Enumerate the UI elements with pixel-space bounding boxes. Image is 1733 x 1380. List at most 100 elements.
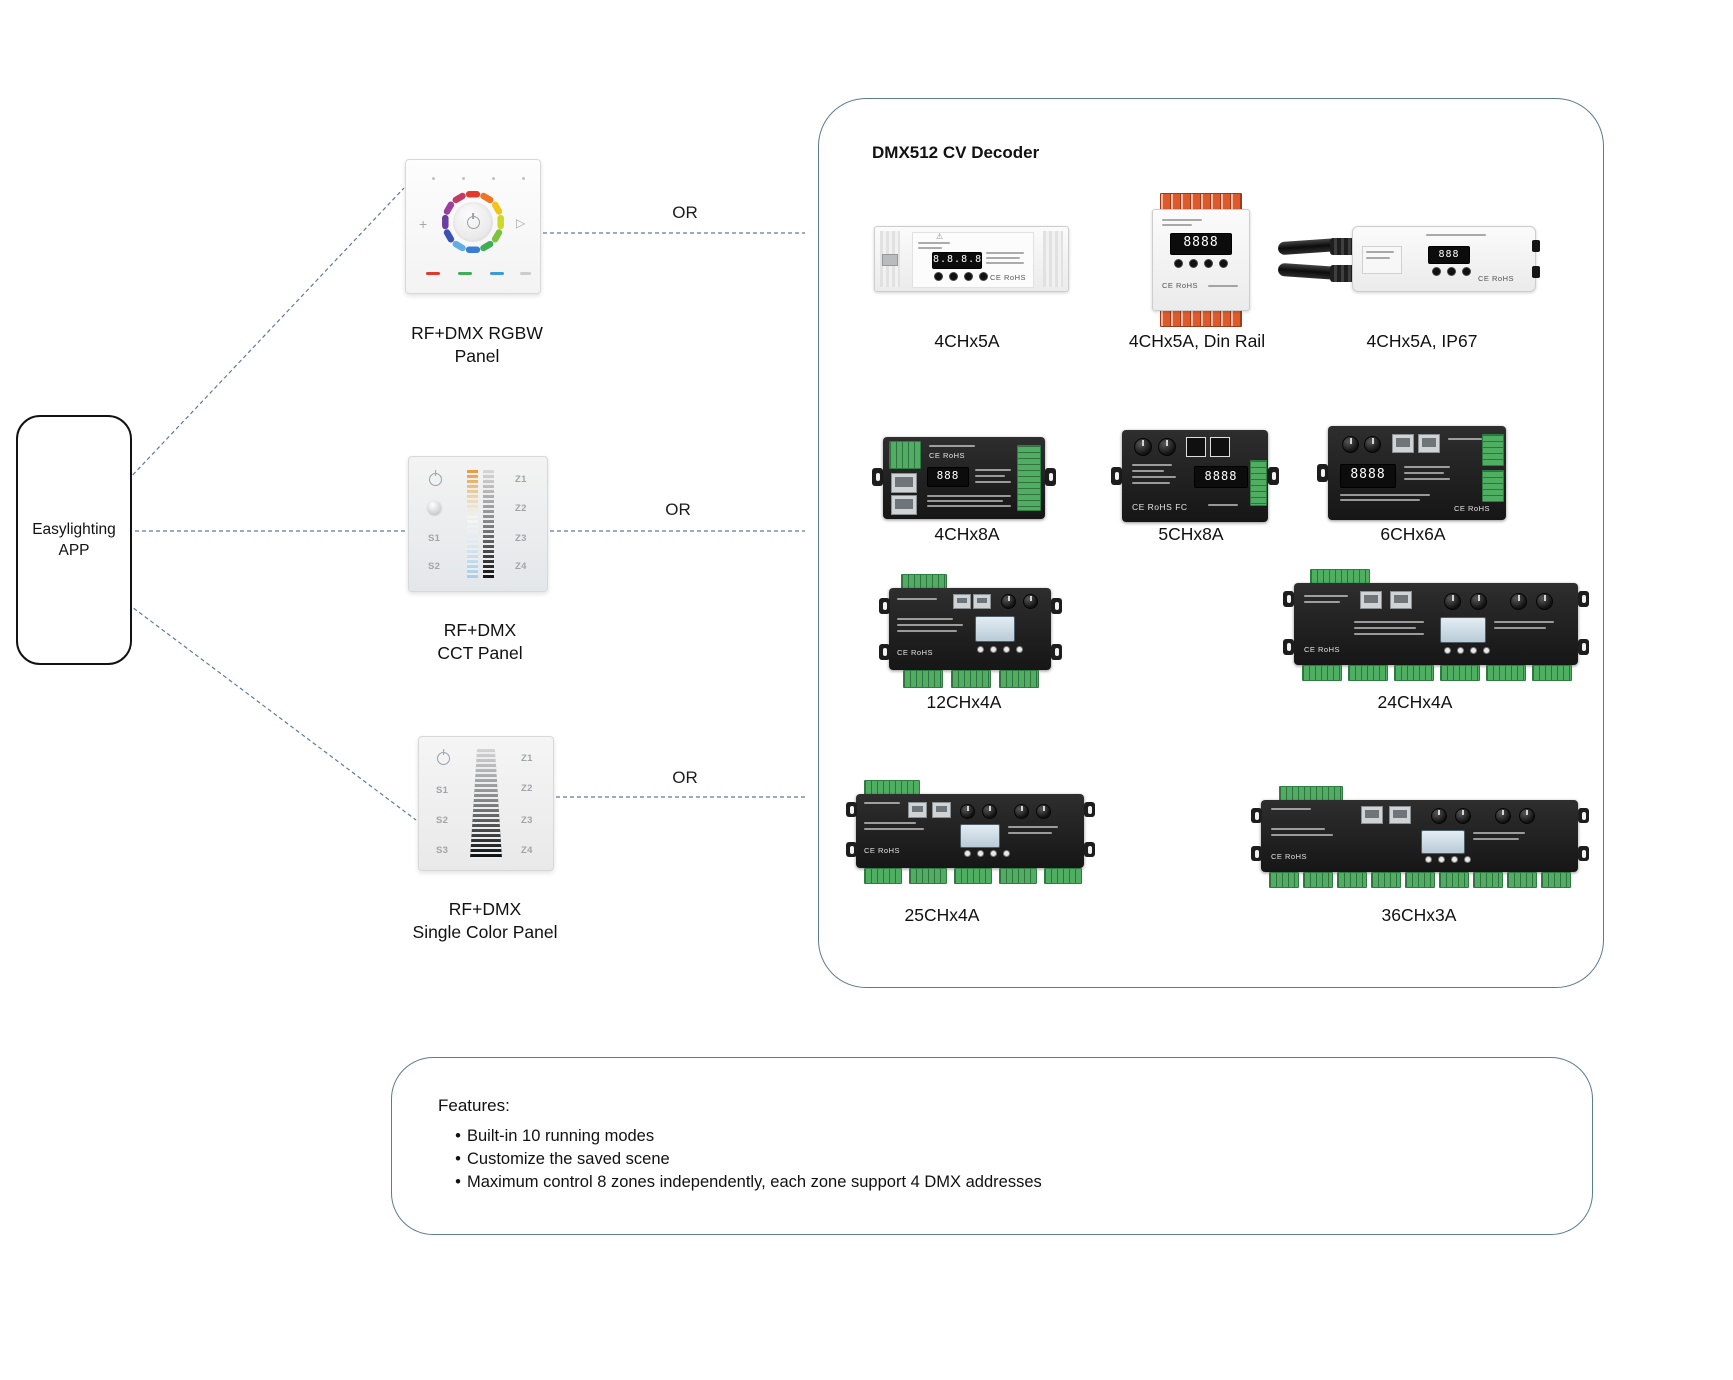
color-wheel [442,191,504,253]
address-knob [1001,594,1016,609]
decoder-6chx6a: 8888 CE RoHS [1317,426,1506,520]
certification-marks: CE RoHS [1162,281,1199,290]
certification-marks: CE RoHS [1271,852,1308,861]
single-color-panel: S1 S2 S3 Z1 Z2 Z3 Z4 [418,736,554,871]
zone-key-z1: Z1 [521,753,533,764]
certification-marks: CE RoHS [864,846,901,855]
print-line [1473,832,1525,834]
print-line [1132,476,1176,478]
print-line [1271,834,1333,836]
print-line [1008,826,1058,828]
zone-key-z3: Z3 [521,815,533,826]
address-knob [1510,593,1527,610]
setting-buttons [977,646,1023,653]
mounting-ear [1578,846,1589,861]
print-line [1494,627,1546,629]
scene-key-s2: S2 [436,815,449,826]
mounting-ear [1578,639,1589,655]
input-terminal-top [1279,786,1343,802]
address-knob [1342,436,1359,453]
print-line [897,618,953,620]
print-line [1354,627,1416,629]
rj45-port [891,473,917,493]
scene-key-s1: S1 [436,785,449,796]
decoder-4chx8a: CE RoHS 888 [872,437,1056,519]
print-line [1354,621,1424,623]
output-terminal [1440,665,1480,681]
easylighting-app-node: Easylighting APP [16,415,132,665]
panel-indicator-dot [462,177,465,180]
zone-key-z3: Z3 [515,533,527,544]
print-line [1340,494,1430,496]
mounting-ear [879,598,890,614]
print-line [1404,472,1444,474]
rj45-port [1418,434,1440,453]
print-line [927,505,1011,507]
lcd-display [975,616,1015,642]
output-terminal [1532,665,1572,681]
mounting-ear [879,644,890,660]
feature-item: •Built-in 10 running modes [449,1127,654,1146]
rgbw-panel: + ▷ [405,159,541,294]
mounting-ear [846,842,857,857]
print-line [1354,633,1424,635]
setting-buttons [1425,856,1471,863]
address-knob [1134,438,1152,456]
product-label: 12CHx4A [926,692,1002,712]
print-line [1366,251,1394,253]
print-line [897,630,957,632]
mounting-ear [1283,591,1294,607]
play-icon: ▷ [516,216,526,230]
output-terminal [1269,872,1299,888]
rj45-port [908,802,927,818]
product-label: 5CHx8A [1158,524,1224,544]
panel-power-button [453,202,493,242]
address-knob [1444,593,1461,610]
rj45-port [1392,434,1414,453]
lcd-display [1440,617,1486,643]
cable-gland [1330,265,1356,282]
print-line [1366,257,1390,259]
output-terminal [1439,872,1469,888]
caption-line: Panel [454,346,500,366]
print-line [1132,470,1164,472]
product-label: 25CHx4A [904,905,980,925]
mounting-ear [1317,464,1328,482]
certification-marks: CE RoHS [990,273,1027,282]
mounting-ear [1051,644,1062,660]
mounting-ear [1578,808,1589,823]
print-line [1162,224,1192,226]
rj45-port [1390,591,1412,609]
print-line [918,247,942,249]
feature-text: Maximum control 8 zones independently, e… [467,1173,1042,1191]
dimming-slider [470,749,502,859]
input-terminal-top [1310,569,1370,587]
output-terminal [1303,872,1333,888]
setting-buttons [1432,267,1471,276]
certification-marks: CE RoHS [897,648,934,657]
print-line [1404,478,1450,480]
panel-indicator-dot [522,177,525,180]
device-body [1152,209,1250,311]
digit-display: 888 [927,467,969,487]
certification-marks: CE RoHS [929,451,966,460]
bullet-icon: • [455,1127,461,1145]
output-terminal [1405,872,1435,888]
output-terminal [1394,665,1434,681]
print-line [1208,504,1238,506]
app-label-line2: APP [58,542,90,559]
dimming-slider [483,470,494,578]
decoder-36chx3a: CE RoHS [1251,786,1589,888]
print-line [1494,621,1554,623]
digit-display: 888 [1428,246,1470,264]
setting-buttons [1444,647,1490,654]
input-terminal [889,441,921,469]
output-terminal [903,670,943,688]
connector-line-app-rgbw [127,187,405,481]
warning-icon: ⚠ [936,232,944,241]
output-terminal [1507,872,1537,888]
mounting-ear [1045,468,1056,486]
wiring-terminal [882,254,898,266]
white-preset-key [520,272,531,275]
